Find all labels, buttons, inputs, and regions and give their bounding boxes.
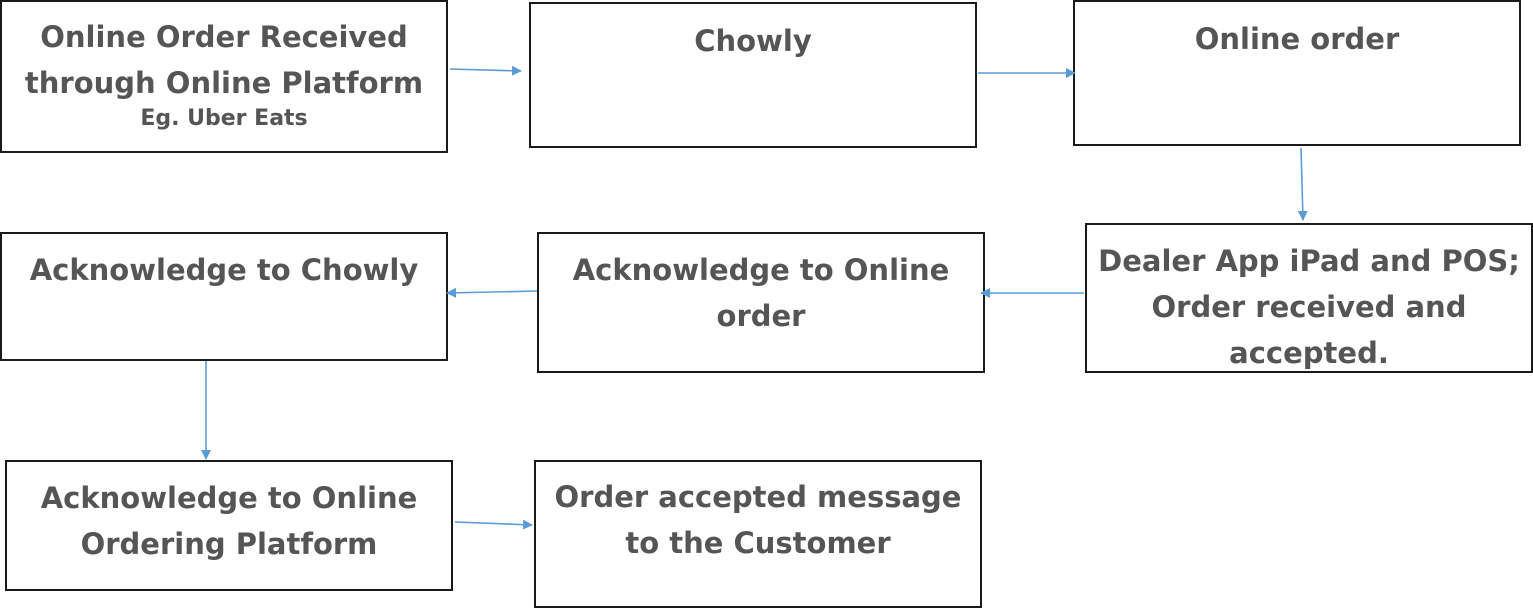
step-line: accepted.: [1229, 336, 1389, 370]
step-line: Acknowledge to Online: [572, 253, 950, 287]
step-chowly: Chowly: [529, 2, 977, 148]
arrow-ack-online-order-to-ack-chowly: [446, 287, 538, 298]
step-line: Ordering Platform: [80, 527, 378, 561]
arrow-online-order-to-dealer: [1297, 147, 1308, 221]
step-line: Acknowledge to Online: [40, 481, 418, 515]
step-line: Chowly: [694, 24, 812, 58]
step-online-order-received: Online Order Received through Online Pla…: [0, 0, 448, 153]
step-acknowledge-chowly: Acknowledge to Chowly: [0, 232, 448, 361]
step-line: Online Order Received: [40, 20, 408, 54]
step-line: Order accepted message: [554, 480, 962, 514]
step-line: Online order: [1194, 22, 1400, 56]
step-online-order: Online order: [1073, 0, 1521, 146]
step-line: Dealer App iPad and POS;: [1098, 244, 1520, 278]
step-subtext: Eg. Uber Eats: [140, 106, 308, 131]
step-line: Order received and: [1151, 290, 1467, 324]
arrow-ack-platform-to-customer: [454, 519, 533, 530]
step-acknowledge-platform: Acknowledge to Online Ordering Platform: [5, 460, 453, 591]
step-line: Acknowledge to Chowly: [29, 253, 419, 287]
arrow-received-to-chowly: [449, 65, 522, 76]
step-line: through Online Platform: [24, 66, 424, 100]
step-line: to the Customer: [625, 526, 891, 560]
step-customer-message: Order accepted message to the Customer: [534, 460, 982, 608]
step-acknowledge-online-order: Acknowledge to Online order: [537, 232, 985, 373]
step-line: order: [716, 299, 806, 333]
step-dealer-app: Dealer App iPad and POS; Order received …: [1085, 223, 1533, 373]
